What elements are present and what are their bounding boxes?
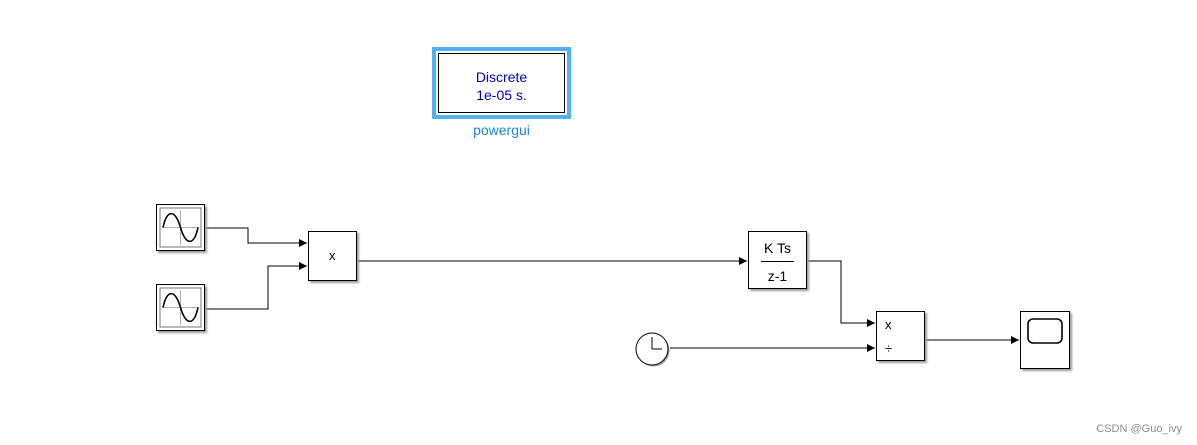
powergui-sample-time: 1e-05 s. [476,87,527,103]
integrator-numerator: K Ts [764,240,791,256]
divide-port1-symbol: x [885,317,892,332]
clock-block[interactable] [634,331,672,369]
powergui-mode: Discrete [475,69,528,85]
watermark: CSDN @Guo_ivy [1096,423,1182,435]
powergui-block[interactable]: Discrete 1e-05 s. [432,47,571,119]
divide-port2-symbol: ÷ [885,341,893,356]
product-symbol: x [329,248,336,263]
line-sine2-to-product [205,262,307,310]
discrete-integrator-block[interactable]: K Ts z-1 [748,231,807,289]
integrator-denominator: z-1 [767,268,788,284]
product-block[interactable]: x [308,231,357,281]
powergui-text: Discrete 1e-05 s. [438,53,565,113]
divide-block[interactable]: x ÷ [876,311,925,361]
sine-wave-block-2[interactable] [156,284,205,331]
line-integrator-to-divide [807,260,875,327]
scope-icon [1027,318,1063,344]
scope-block[interactable] [1020,311,1070,369]
powergui-caption: powergui [473,122,530,138]
integrator-fraction-bar [761,261,794,262]
sine-wave-block-1[interactable] [156,204,205,251]
line-sine1-to-product [205,227,307,247]
sine-wave-icon [159,287,202,328]
clock-icon [651,337,662,350]
sine-wave-icon [159,207,202,248]
